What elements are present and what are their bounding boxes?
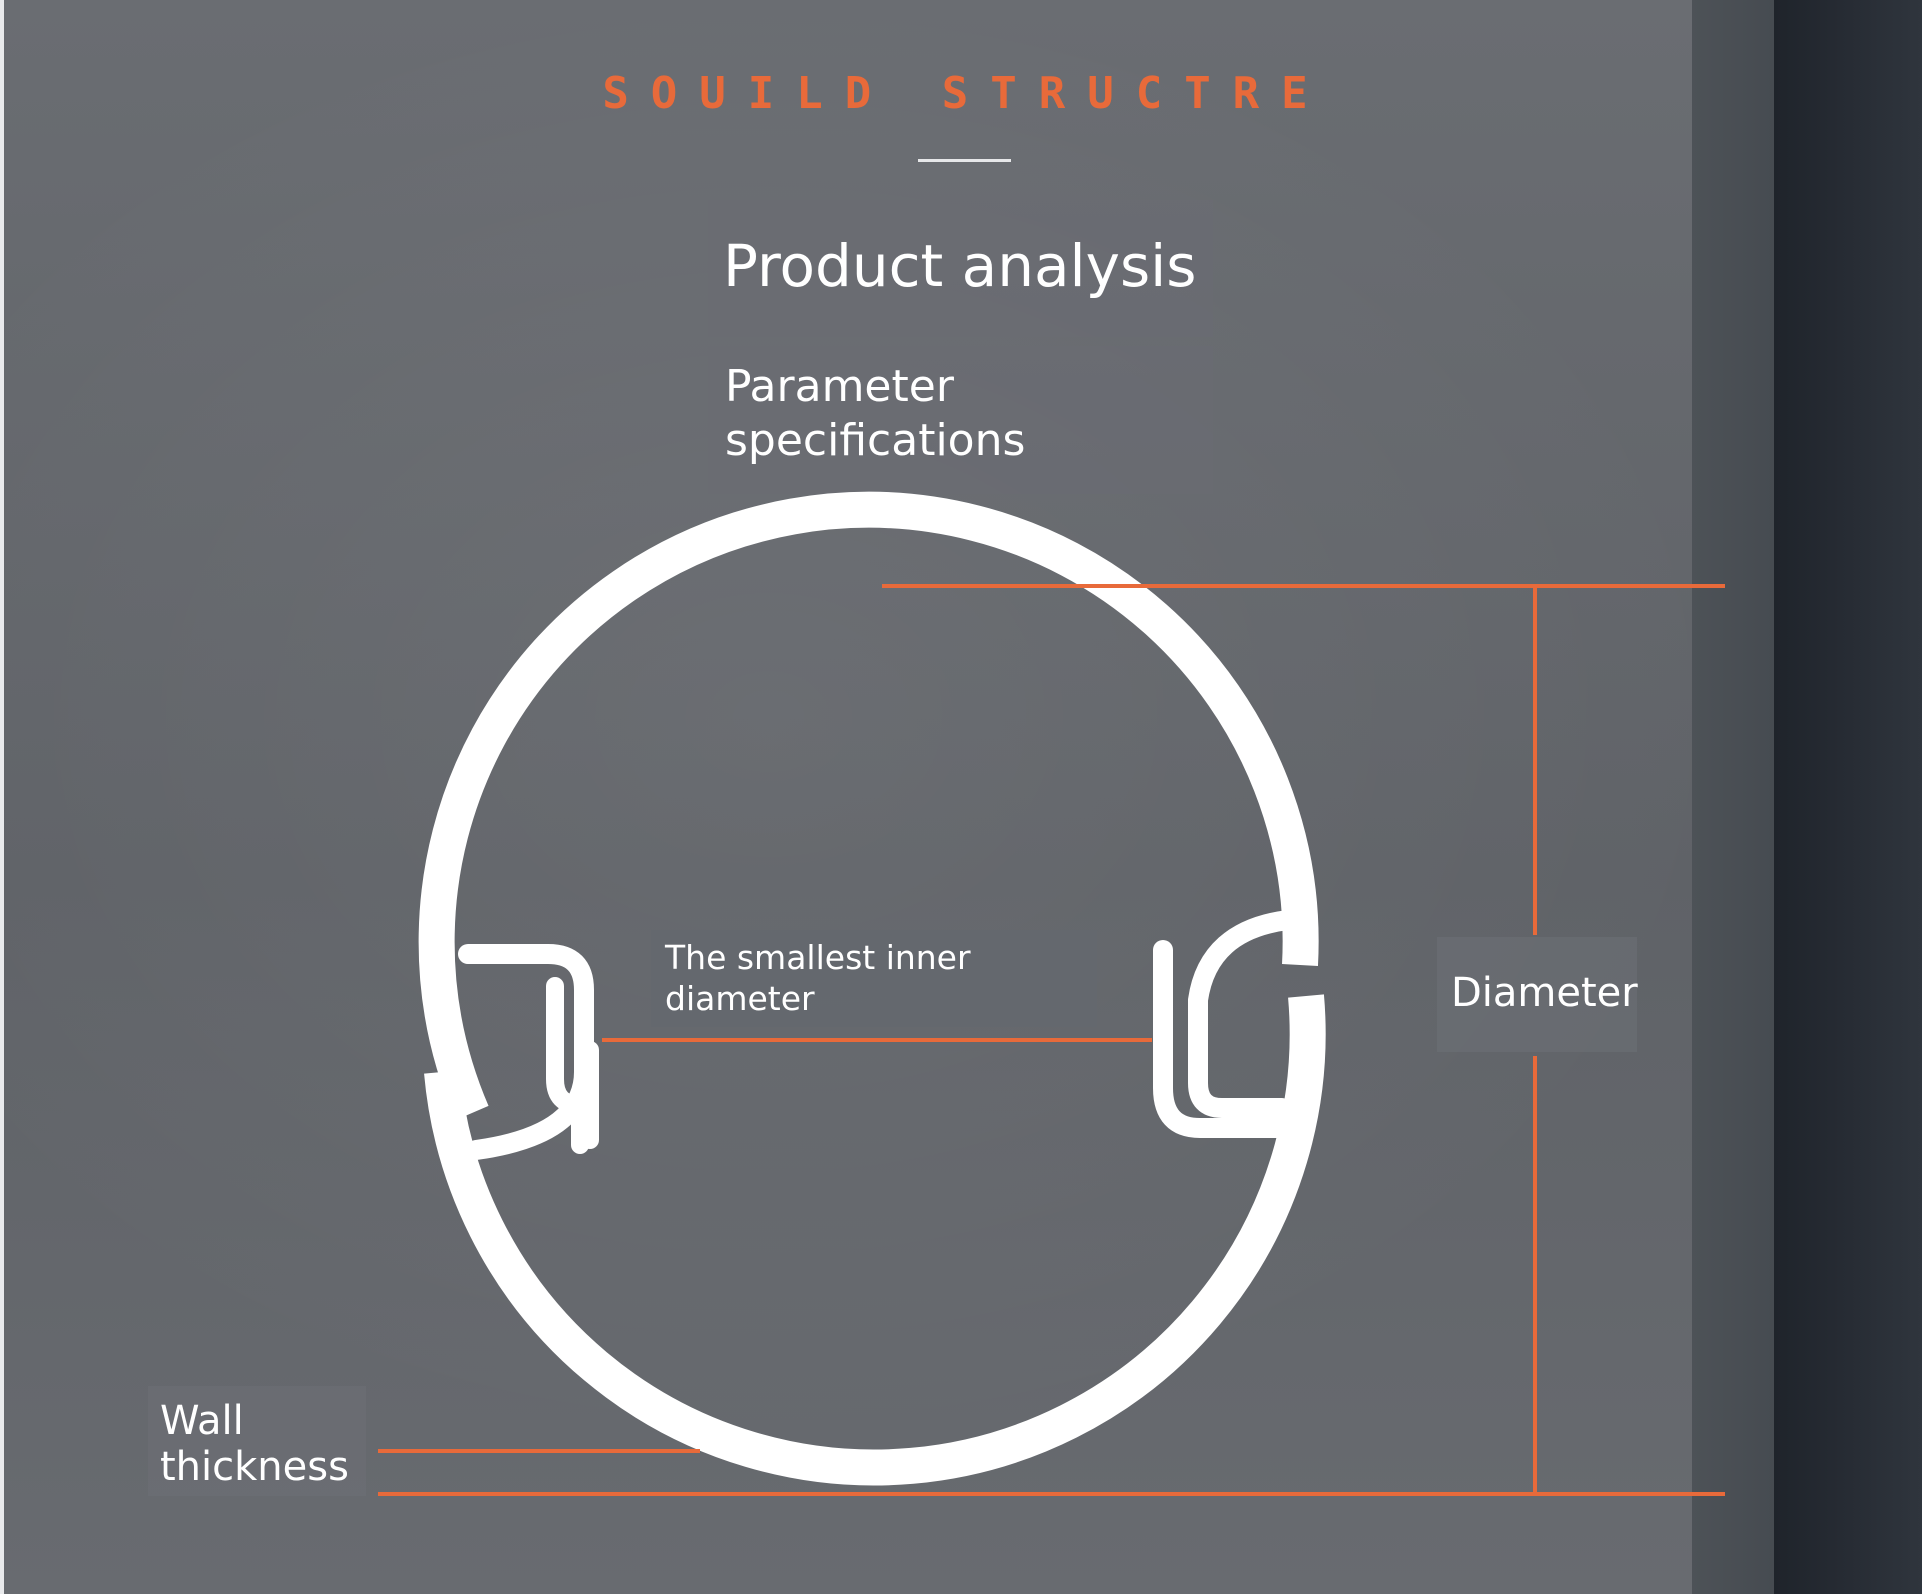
title-backdrop (708, 200, 1213, 337)
diameter-backdrop (1437, 937, 1637, 1052)
page-title: Product analysis (723, 232, 1197, 300)
tube-ring-left-arc (424, 994, 1326, 1486)
eyebrow-divider (918, 159, 1011, 162)
left-clip-hook (458, 944, 594, 1160)
right-clip-short-leg (1153, 940, 1292, 1138)
right-clip-hook (1188, 910, 1298, 1118)
left-clip-tab (546, 977, 589, 1154)
tube-ring-right-arc (418, 491, 1319, 1121)
diameter-label: Diameter (1451, 970, 1638, 1016)
page-subtitle: Parameter specifications (725, 361, 1026, 466)
inner-diameter-label: The smallest inner diameter (665, 938, 971, 1018)
subtitle-backdrop (708, 346, 1213, 494)
right-shade-panel (1692, 0, 1774, 1594)
left-edge-strip (0, 0, 4, 1594)
section-eyebrow: SOUILD STRUCTRE (602, 68, 1330, 119)
wall-thickness-backdrop (148, 1386, 366, 1496)
wall-thickness-label: Wall thickness (160, 1398, 349, 1490)
right-dark-panel (1774, 0, 1922, 1594)
inner-diameter-backdrop (651, 930, 1097, 1027)
